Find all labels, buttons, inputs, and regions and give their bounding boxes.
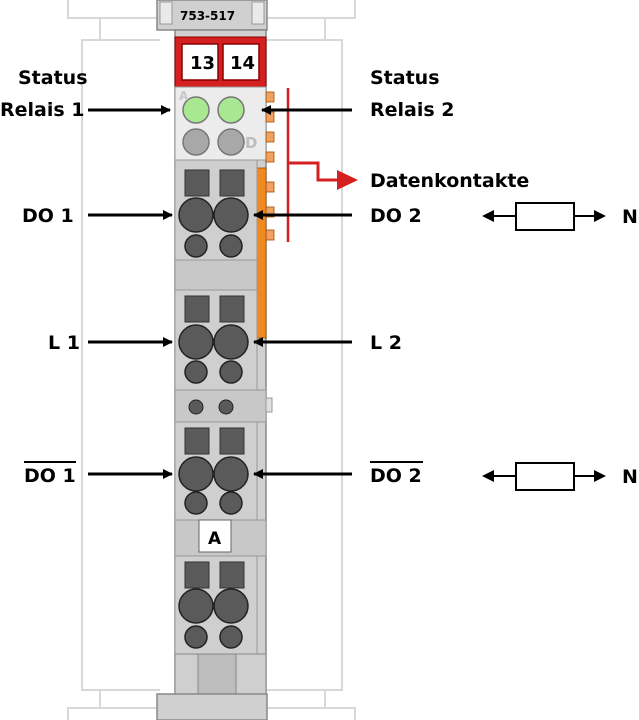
data-contact bbox=[265, 181, 275, 193]
svg-text:A: A bbox=[179, 89, 189, 103]
power-jumper-contact bbox=[256, 167, 267, 339]
do2-label: DO 2 bbox=[370, 205, 422, 227]
connection-arrows bbox=[88, 105, 352, 479]
terminal-block-do-inv bbox=[174, 421, 258, 521]
load-resistor bbox=[515, 202, 575, 231]
neutral-label-bottom: N bbox=[622, 466, 638, 488]
terminal-13-label: 13 bbox=[190, 53, 215, 74]
din-rail-outline bbox=[67, 0, 356, 720]
io-module: A D bbox=[156, 0, 275, 720]
data-contact bbox=[265, 91, 275, 103]
status-relais-2-line1: Status bbox=[370, 67, 440, 89]
terminal-number-14 bbox=[222, 43, 260, 81]
terminal-number-13 bbox=[181, 43, 219, 81]
do1-inverted-label: DO 1 bbox=[24, 465, 76, 487]
data-contact bbox=[265, 229, 275, 241]
status-led-3 bbox=[182, 128, 210, 156]
data-contact bbox=[265, 131, 275, 143]
l2-label: L 2 bbox=[370, 332, 402, 354]
status-relais-1-line2: Relais 1 bbox=[0, 99, 85, 121]
terminal-block-do bbox=[174, 159, 258, 261]
svg-text:D: D bbox=[245, 134, 257, 152]
status-led-4 bbox=[217, 128, 245, 156]
do2-inverted-label: DO 2 bbox=[370, 465, 422, 487]
marker-a bbox=[198, 519, 232, 553]
terminal-block-bottom bbox=[174, 555, 258, 655]
data-contact bbox=[265, 151, 275, 163]
load-resistor bbox=[515, 462, 575, 491]
neutral-label-top: N bbox=[622, 206, 638, 228]
load-symbol-bottom bbox=[482, 462, 606, 491]
part-number: 753-517 bbox=[180, 9, 235, 23]
marker-a-label: A bbox=[208, 529, 222, 549]
do1-label: DO 1 bbox=[22, 205, 74, 227]
module-bottom-clip bbox=[156, 693, 268, 720]
data-contact bbox=[265, 111, 275, 123]
terminal-block-l bbox=[174, 289, 258, 391]
status-led-1 bbox=[182, 96, 210, 124]
l1-label: L 1 bbox=[48, 332, 80, 354]
status-led-2 bbox=[217, 96, 245, 124]
terminal-14-label: 14 bbox=[230, 53, 255, 74]
status-relais-2-line2: Relais 2 bbox=[370, 99, 455, 121]
datenkontakte-label: Datenkontakte bbox=[370, 170, 529, 192]
status-relais-1-line1: Status bbox=[18, 67, 88, 89]
load-symbol-top bbox=[482, 202, 606, 231]
